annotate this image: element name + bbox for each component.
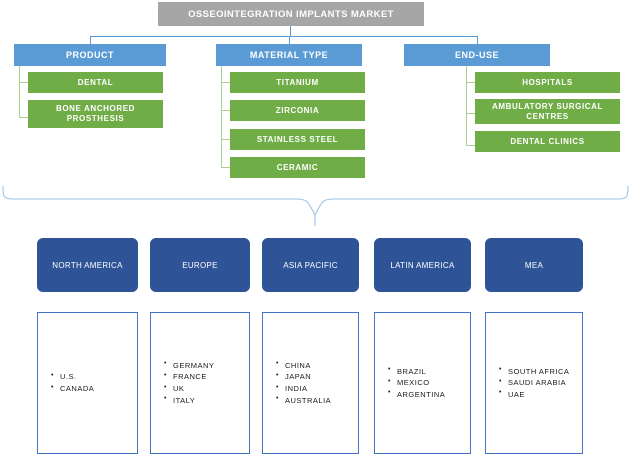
- region-label-north-america: NORTH AMERICA: [52, 260, 123, 270]
- list-item: FRANCE: [164, 371, 249, 383]
- country-list-latin-america: BRAZIL MEXICO ARGENTINA: [375, 365, 470, 401]
- category-label-material-type: MATERIAL TYPE: [249, 50, 329, 60]
- region-box-north-america[interactable]: NORTH AMERICA: [37, 238, 138, 292]
- subitem-box-ceramic[interactable]: CERAMIC: [230, 157, 365, 178]
- elbow-connector-material-2: [221, 110, 230, 111]
- diagram-title-text: OSSEOINTEGRATION IMPLANTS MARKET: [188, 8, 394, 20]
- subitem-label-zirconia: ZIRCONIA: [275, 105, 320, 115]
- title-stem-connector: [290, 26, 291, 36]
- subitem-label-ceramic: CERAMIC: [276, 162, 319, 172]
- country-panel-mea: SOUTH AFRICA SAUDI ARABIA UAE: [485, 312, 583, 454]
- category-box-product[interactable]: PRODUCT: [14, 44, 166, 66]
- region-box-asia-pacific[interactable]: ASIA PACIFIC: [262, 238, 359, 292]
- list-item: GERMANY: [164, 359, 249, 372]
- country-list-europe: GERMANY FRANCE UK ITALY: [151, 359, 249, 407]
- category-label-end-use: END-USE: [454, 50, 499, 60]
- subitem-box-dental-clinics[interactable]: DENTAL CLINICS: [475, 131, 620, 152]
- country-panel-latin-america: BRAZIL MEXICO ARGENTINA: [374, 312, 471, 454]
- elbow-connector-material-3: [221, 139, 230, 140]
- curly-brace-connector: [0, 182, 631, 228]
- list-item: ITALY: [164, 394, 249, 407]
- country-list-asia-pacific: CHINA JAPAN INDIA AUSTRALIA: [263, 359, 358, 407]
- country-list-mea: SOUTH AFRICA SAUDI ARABIA UAE: [486, 365, 582, 401]
- list-item: CHINA: [276, 359, 358, 372]
- subitem-label-hospitals: HOSPITALS: [522, 77, 573, 87]
- subitem-box-zirconia[interactable]: ZIRCONIA: [230, 100, 365, 121]
- drop-connector-product: [90, 36, 91, 44]
- elbow-connector-material-1: [221, 82, 230, 83]
- country-list-north-america: U.S. CANADA: [38, 371, 137, 394]
- region-box-latin-america[interactable]: LATIN AMERICA: [374, 238, 471, 292]
- subitem-label-dental: DENTAL: [77, 77, 114, 87]
- subitem-label-stainless-steel: STAINLESS STEEL: [256, 134, 339, 144]
- elbow-connector-enduse-1: [466, 82, 475, 83]
- region-box-europe[interactable]: EUROPE: [150, 238, 250, 292]
- subitem-box-titanium[interactable]: TITANIUM: [230, 72, 365, 93]
- list-item: UAE: [499, 388, 582, 401]
- region-box-mea[interactable]: MEA: [485, 238, 583, 292]
- subitem-box-hospitals[interactable]: HOSPITALS: [475, 72, 620, 93]
- category-box-end-use[interactable]: END-USE: [404, 44, 550, 66]
- trunk-connector-enduse: [466, 66, 467, 146]
- subitem-label-ambulatory-surgical-centres: AMBULATORY SURGICAL CENTRES: [491, 101, 604, 121]
- list-item: ARGENTINA: [388, 388, 470, 401]
- category-bus-connector: [90, 36, 477, 37]
- list-item: SOUTH AFRICA: [499, 365, 582, 378]
- list-item: UK: [164, 383, 249, 395]
- subitem-label-dental-clinics: DENTAL CLINICS: [510, 136, 585, 146]
- list-item: MEXICO: [388, 377, 470, 389]
- list-item: BRAZIL: [388, 365, 470, 378]
- category-label-product: PRODUCT: [66, 50, 114, 60]
- country-panel-europe: GERMANY FRANCE UK ITALY: [150, 312, 250, 454]
- diagram-title-box: OSSEOINTEGRATION IMPLANTS MARKET: [158, 2, 424, 26]
- list-item: AUSTRALIA: [276, 394, 358, 407]
- elbow-connector-enduse-3: [466, 145, 475, 146]
- subitem-box-dental[interactable]: DENTAL: [28, 72, 163, 93]
- region-label-latin-america: LATIN AMERICA: [390, 260, 455, 270]
- region-label-mea: MEA: [524, 260, 544, 270]
- country-panel-asia-pacific: CHINA JAPAN INDIA AUSTRALIA: [262, 312, 359, 454]
- elbow-connector-enduse-2: [466, 113, 475, 114]
- subitem-box-ambulatory-surgical-centres[interactable]: AMBULATORY SURGICAL CENTRES: [475, 99, 620, 124]
- subitem-box-bone-anchored-prosthesis[interactable]: BONE ANCHORED PROSTHESIS: [28, 100, 163, 128]
- elbow-connector-product-2: [19, 117, 28, 118]
- list-item: CANADA: [51, 383, 137, 395]
- list-item: U.S.: [51, 371, 137, 383]
- trunk-connector-material: [221, 66, 222, 168]
- trunk-connector-product: [19, 66, 20, 118]
- drop-connector-material: [289, 36, 290, 44]
- drop-connector-enduse: [477, 36, 478, 44]
- list-item: JAPAN: [276, 371, 358, 383]
- elbow-connector-product-1: [19, 82, 28, 83]
- subitem-box-stainless-steel[interactable]: STAINLESS STEEL: [230, 129, 365, 150]
- elbow-connector-material-4: [221, 167, 230, 168]
- subitem-label-titanium: TITANIUM: [276, 77, 319, 87]
- region-label-europe: EUROPE: [182, 260, 218, 270]
- list-item: SAUDI ARABIA: [499, 377, 582, 389]
- country-panel-north-america: U.S. CANADA: [37, 312, 138, 454]
- category-box-material-type[interactable]: MATERIAL TYPE: [216, 44, 362, 66]
- list-item: INDIA: [276, 383, 358, 395]
- subitem-label-bone-anchored-prosthesis: BONE ANCHORED PROSTHESIS: [55, 104, 136, 123]
- region-label-asia-pacific: ASIA PACIFIC: [283, 260, 338, 270]
